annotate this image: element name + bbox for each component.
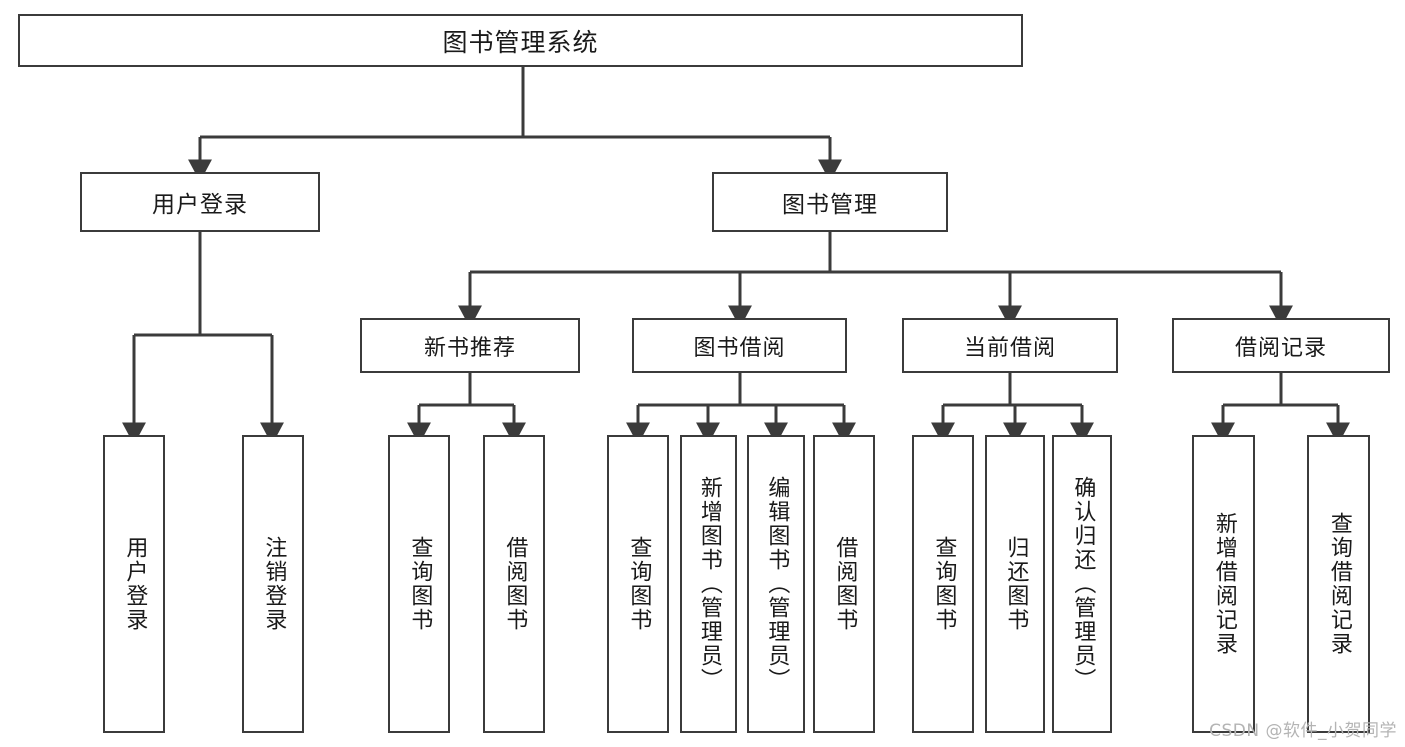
leaf-borrow-book-newbook-label: 借阅图书 [502, 536, 528, 632]
leaf-logout-label: 注销登录 [261, 536, 287, 632]
leaf-user-login-label: 用户登录 [122, 536, 148, 632]
node-user-login[interactable]: 用户登录 [80, 172, 320, 232]
leaf-query-book-current[interactable]: 查询图书 [912, 435, 974, 733]
leaf-query-book-borrow[interactable]: 查询图书 [607, 435, 669, 733]
node-new-book-recommendation[interactable]: 新书推荐 [360, 318, 580, 373]
leaf-borrow-book[interactable]: 借阅图书 [813, 435, 875, 733]
node-root-system-label: 图书管理系统 [442, 27, 599, 57]
node-current-borrow-label: 当前借阅 [963, 335, 1056, 361]
node-borrow-record[interactable]: 借阅记录 [1172, 318, 1390, 373]
watermark-text: CSDN @软件_小贺同学 [1209, 721, 1397, 741]
leaf-query-book-current-label: 查询图书 [931, 536, 957, 632]
node-new-book-recommendation-label: 新书推荐 [423, 335, 516, 361]
leaf-borrow-book-label: 借阅图书 [832, 536, 858, 632]
leaf-return-book[interactable]: 归还图书 [985, 435, 1045, 733]
leaf-add-book-admin[interactable]: 新增图书（管理员） [680, 435, 737, 733]
leaf-user-login[interactable]: 用户登录 [103, 435, 165, 733]
leaf-add-borrow-record-label: 新增借阅记录 [1211, 512, 1237, 656]
node-user-login-label: 用户登录 [152, 192, 248, 218]
leaf-borrow-book-newbook[interactable]: 借阅图书 [483, 435, 545, 733]
node-book-management[interactable]: 图书管理 [712, 172, 948, 232]
leaf-add-borrow-record[interactable]: 新增借阅记录 [1192, 435, 1255, 733]
leaf-logout[interactable]: 注销登录 [242, 435, 304, 733]
leaf-confirm-return-admin[interactable]: 确认归还（管理员） [1052, 435, 1112, 733]
node-borrow-record-label: 借阅记录 [1234, 335, 1327, 361]
leaf-query-book-newbook[interactable]: 查询图书 [388, 435, 450, 733]
node-current-borrow[interactable]: 当前借阅 [902, 318, 1118, 373]
node-root-system[interactable]: 图书管理系统 [18, 14, 1023, 67]
leaf-edit-book-admin-label: 编辑图书（管理员） [764, 476, 790, 692]
leaf-query-book-newbook-label: 查询图书 [407, 536, 433, 632]
leaf-add-book-admin-label: 新增图书（管理员） [696, 476, 722, 692]
leaf-query-book-borrow-label: 查询图书 [626, 536, 652, 632]
node-book-borrow[interactable]: 图书借阅 [632, 318, 847, 373]
leaf-edit-book-admin[interactable]: 编辑图书（管理员） [747, 435, 805, 733]
leaf-confirm-return-admin-label: 确认归还（管理员） [1070, 476, 1096, 692]
node-book-borrow-label: 图书借阅 [693, 335, 786, 361]
node-book-management-label: 图书管理 [782, 192, 878, 218]
leaf-query-borrow-record[interactable]: 查询借阅记录 [1307, 435, 1370, 733]
leaf-query-borrow-record-label: 查询借阅记录 [1326, 512, 1352, 656]
leaf-return-book-label: 归还图书 [1003, 536, 1029, 632]
